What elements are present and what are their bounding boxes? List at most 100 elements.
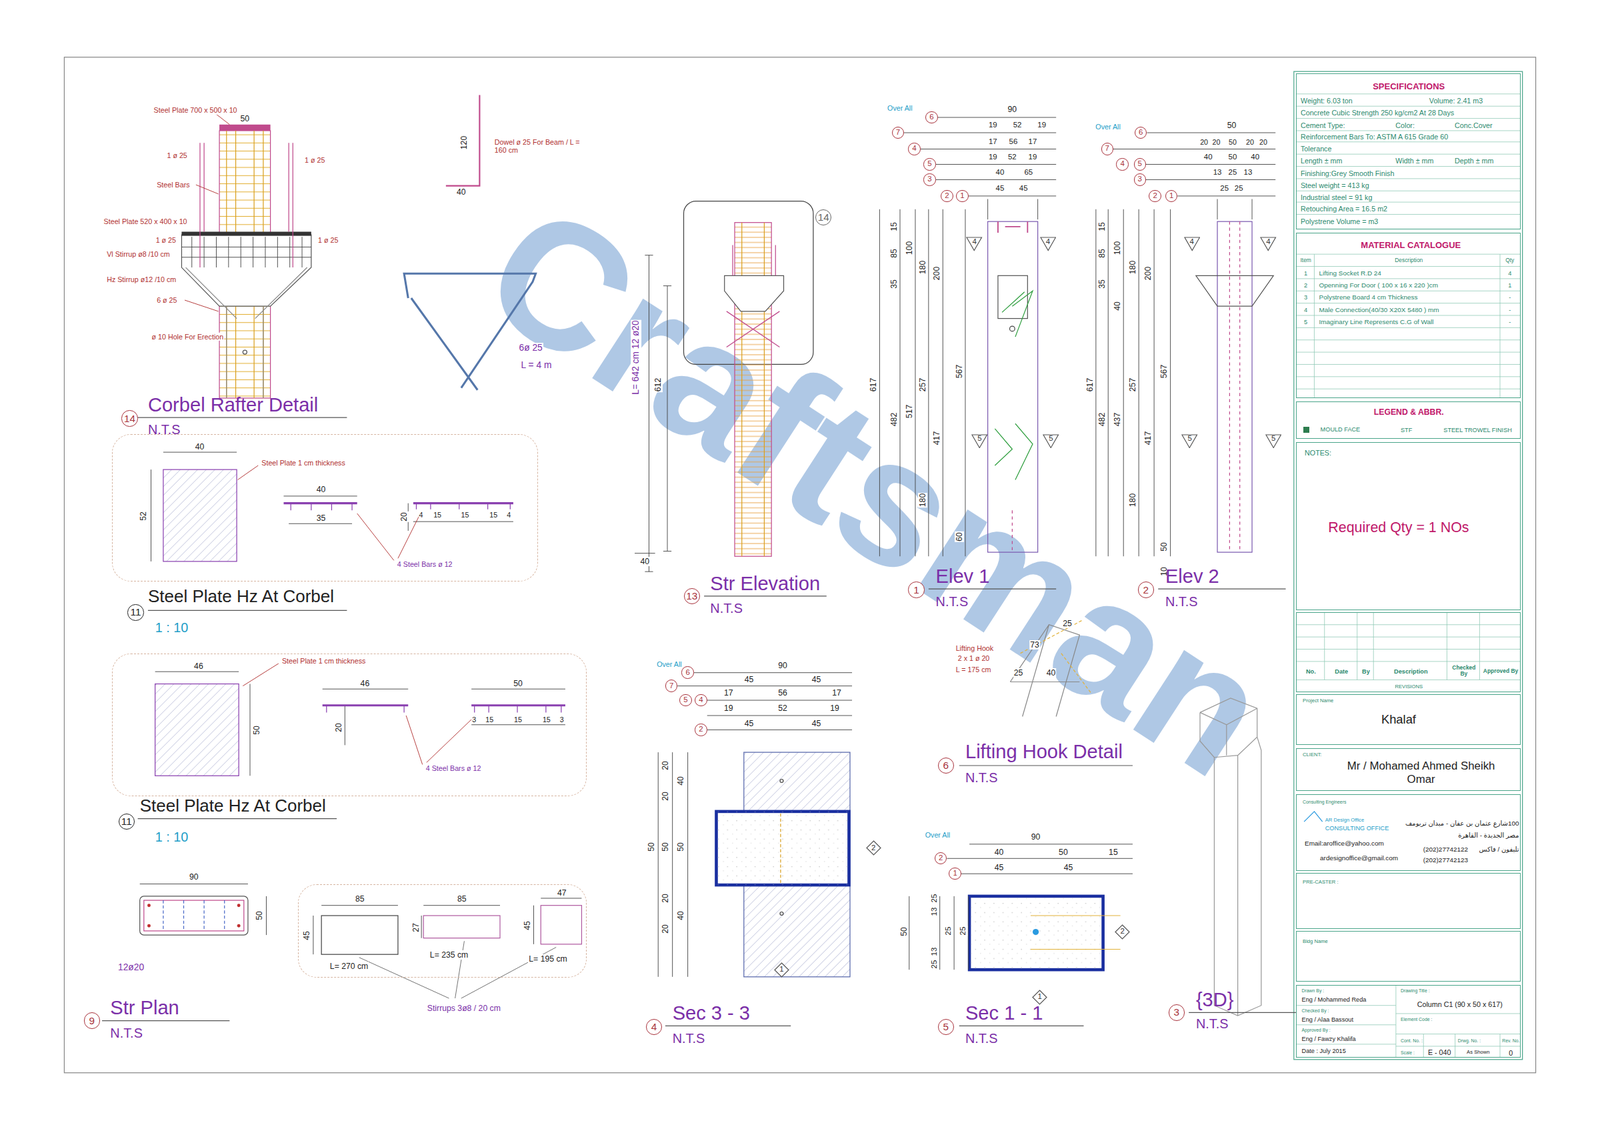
annotation-label: Over All <box>886 104 913 112</box>
annotation-label: 20 <box>1199 138 1209 146</box>
panel-text: 15 <box>484 714 494 723</box>
watermark: Craftsman <box>458 174 1297 806</box>
annotation-label: 19 <box>1028 152 1038 162</box>
callout-circle: 7 <box>892 126 904 139</box>
panel-text: Reinforcement Bars To: ASTM A 615 Grade … <box>1300 132 1448 140</box>
view-title: 1 : 10 <box>155 829 189 845</box>
annotation-label: 40 <box>994 847 1005 857</box>
panel-text: 4 <box>1508 269 1512 277</box>
callout-number: 2 <box>935 854 946 862</box>
panel-text: SPECIFICATIONS <box>1372 81 1445 92</box>
panel-text: STF <box>1400 426 1412 434</box>
callout-circle: 5 <box>938 1018 954 1035</box>
annotation-label: 20 <box>660 923 670 934</box>
annotation-label: 50 <box>676 842 686 853</box>
annotation-label: 257 <box>1128 377 1138 392</box>
view-title: Sec 1 - 1 <box>965 1002 1043 1024</box>
panel-text: - <box>1508 294 1511 302</box>
panel-text: L= 195 cm <box>528 954 568 964</box>
annotation-label: 417 <box>1143 430 1153 445</box>
panel-text: ardesignoffice@gmail.com <box>1320 854 1398 862</box>
view-title: Str Elevation <box>710 572 820 595</box>
annotation-label: 567 <box>1159 364 1169 379</box>
annotation-label: 45 <box>744 674 755 684</box>
view-title: N.T.S <box>110 1025 143 1041</box>
panel-text: CONSULTING OFFICE <box>1325 824 1390 832</box>
annotation-label: 45 <box>994 862 1005 872</box>
panel-text: Volume: 2.41 m3 <box>1429 96 1483 105</box>
annotation-label: 1 ø 25 <box>166 150 188 159</box>
panel-text: Concrete Cubic Strength 250 kg/cm2 At 28… <box>1300 108 1454 117</box>
title-block-cell: NOTES:Required Qty = 1 NOs <box>1296 442 1521 611</box>
panel-text: مصر الجديدة - القاهرة <box>1458 831 1519 839</box>
annotation-label: 50 <box>1228 152 1238 162</box>
annotation-label: 15 <box>1108 847 1119 857</box>
panel-text: 15 <box>432 510 442 519</box>
callout-circle: 4 <box>694 694 707 706</box>
panel-text: 40 <box>316 484 327 494</box>
annotation-label: 45 <box>811 718 822 728</box>
callout-circle: 6 <box>681 666 694 678</box>
callout-circle: 13 <box>684 588 700 604</box>
annotation-label: 180 <box>1128 260 1138 275</box>
annotation-label: 200 <box>1143 266 1153 281</box>
annotation-label: 100 <box>1112 240 1122 256</box>
view-title: N.T.S <box>965 770 998 786</box>
title-block-cell: LEGEND & ABBR. STF STEEL TROWEL FINISH <box>1296 401 1521 440</box>
annotation-label: 25 <box>1013 668 1024 678</box>
annotation-label: Over All <box>1094 122 1121 131</box>
annotation-label: 25 <box>930 959 939 970</box>
panel-text: (202)27742123 <box>1423 856 1468 864</box>
annotation-label: 56 <box>1008 137 1019 146</box>
callout-number: 5 <box>938 1021 954 1032</box>
panel-text: As Shown <box>1466 1048 1490 1055</box>
panel-text: Date <box>1334 667 1348 675</box>
annotation-label: 40 <box>676 775 686 786</box>
panel-text: Color: <box>1395 121 1415 130</box>
callout-circle: 2 <box>694 723 707 736</box>
title-block-cell: MATERIAL CATALOGUEItemDescriptionQty1Lif… <box>1296 232 1521 398</box>
panel-text: 50 <box>252 725 262 736</box>
callout-circle: 14 <box>815 209 832 226</box>
panel-text: Male Connection(40/30 X20X 5480 ) mm <box>1319 306 1440 314</box>
annotation-label: 50 <box>254 910 264 921</box>
callout-circle: 7 <box>1101 142 1114 155</box>
annotation-label: 12ø20 <box>117 962 145 973</box>
annotation-label: 45 <box>811 674 822 684</box>
annotation-label: 257 <box>918 377 928 392</box>
annotation-label: 1 ø 25 <box>304 156 326 164</box>
panel-text: 40 <box>194 442 206 452</box>
callout-number: 5 <box>680 696 691 704</box>
annotation-label: 17 <box>1028 137 1038 146</box>
annotation-label: 40 <box>676 910 686 921</box>
annotation-label: 17 <box>831 688 842 698</box>
panel-text: Eng / Fawzy Khalifa <box>1302 1034 1356 1042</box>
callout-circle: 4 <box>646 1018 662 1035</box>
annotation-label: 50 <box>646 842 656 853</box>
annotation-label: 90 <box>777 660 788 670</box>
title-block-cell: SPECIFICATIONSWeight: 6.03 tonVolume: 2.… <box>1296 73 1521 230</box>
callout-number: 5 <box>1265 434 1282 442</box>
panel-text: 15 <box>542 714 552 723</box>
annotation-label: 617 <box>1085 377 1095 392</box>
annotation-label: 180 <box>1128 492 1138 508</box>
callout-circle: 1 <box>1165 190 1178 202</box>
annotation-label: 100 <box>904 240 914 256</box>
panel-text: 52 <box>138 510 148 522</box>
annotation-label: 85 <box>889 248 899 259</box>
panel-text: 15 <box>460 510 470 519</box>
view-title: N.T.S <box>672 1030 706 1046</box>
panel-text: Item <box>1300 257 1311 264</box>
annotation-label: 15 <box>889 221 899 232</box>
panel-text: 35 <box>316 513 327 523</box>
detail-panel: 4052Steel Plate 1 cm thickness4035204151… <box>112 434 538 582</box>
view-title: N.T.S <box>710 600 743 616</box>
panel-text: LEGEND & ABBR. <box>1374 407 1444 417</box>
annotation-label: 40 <box>1112 300 1122 312</box>
annotation-label: 20 <box>660 790 670 802</box>
panel-text: STEEL TROWEL FINISH <box>1443 426 1512 434</box>
callout-number: 4 <box>695 696 706 704</box>
annotation-label: 617 <box>868 377 878 392</box>
panel-text: Description <box>1394 667 1428 675</box>
